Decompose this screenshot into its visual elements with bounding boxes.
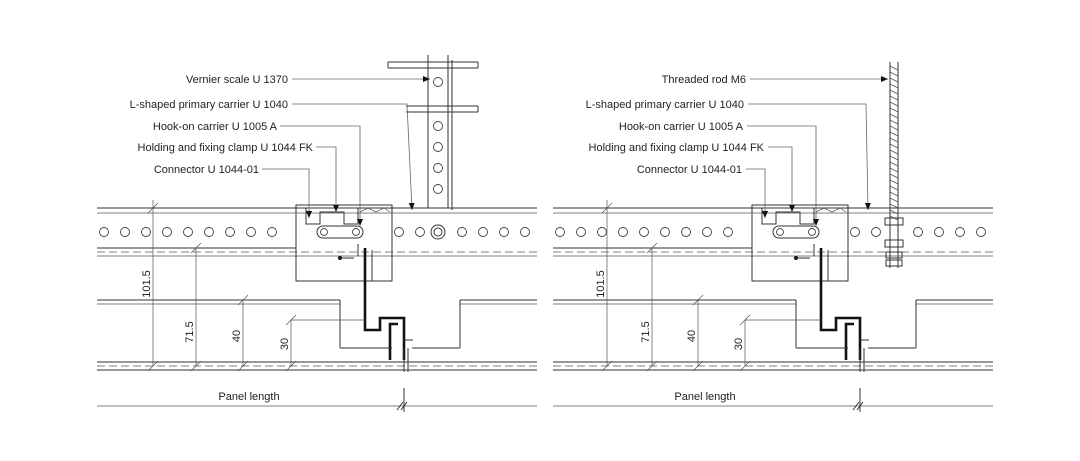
callout-hook-on-carrier: Hook-on carrier U 1005 A: [619, 121, 744, 133]
threaded-rod: [884, 62, 904, 268]
ceiling-panel: [553, 299, 993, 372]
callout-clamp: Holding and fixing clamp U 1044 FK: [589, 142, 765, 154]
leader-lines: [746, 76, 888, 226]
hook-on-carrier: [295, 204, 393, 282]
callout-primary-carrier: L-shaped primary carrier U 1040: [586, 99, 744, 111]
callout-connector: Connector U 1044-01: [154, 164, 259, 176]
callout-vernier-scale: Vernier scale U 1370: [186, 74, 288, 86]
callout-connector: Connector U 1044-01: [637, 164, 742, 176]
dimension-values: 101.5 71.5 40 30 Panel length: [141, 270, 291, 403]
panel-length-label: Panel length: [674, 391, 735, 403]
ceiling-panel: [97, 299, 537, 372]
dimension-lines: [97, 200, 537, 412]
right-detail: Threaded rod M6 L-shaped primary carrier…: [553, 62, 993, 412]
primary-carrier-rail: [553, 207, 993, 257]
dim-40: 40: [686, 330, 698, 342]
callout-labels: Threaded rod M6 L-shaped primary carrier…: [586, 74, 765, 176]
rail-holes: [99, 227, 530, 237]
primary-carrier-rail: [97, 207, 537, 257]
dimension-lines: [553, 200, 993, 412]
callout-clamp: Holding and fixing clamp U 1044 FK: [138, 142, 314, 154]
dim-71-5: 71.5: [184, 321, 196, 342]
callout-hook-on-carrier: Hook-on carrier U 1005 A: [153, 121, 278, 133]
leader-lines: [262, 76, 430, 226]
hook-on-carrier: [751, 204, 849, 282]
callout-threaded-rod: Threaded rod M6: [662, 74, 746, 86]
callout-primary-carrier: L-shaped primary carrier U 1040: [130, 99, 288, 111]
dimension-values: 101.5 71.5 40 30 Panel length: [595, 270, 745, 403]
dim-101-5: 101.5: [595, 270, 607, 298]
callout-labels: Vernier scale U 1370 L-shaped primary ca…: [130, 74, 314, 176]
dim-30: 30: [733, 338, 745, 350]
panel-length-label: Panel length: [218, 391, 279, 403]
rail-holes: [555, 227, 986, 237]
dim-30: 30: [279, 338, 291, 350]
vernier-scale: [387, 55, 479, 240]
dim-71-5: 71.5: [640, 321, 652, 342]
left-detail: Vernier scale U 1370 L-shaped primary ca…: [97, 55, 537, 412]
dim-101-5: 101.5: [141, 270, 153, 298]
dim-40: 40: [231, 330, 243, 342]
